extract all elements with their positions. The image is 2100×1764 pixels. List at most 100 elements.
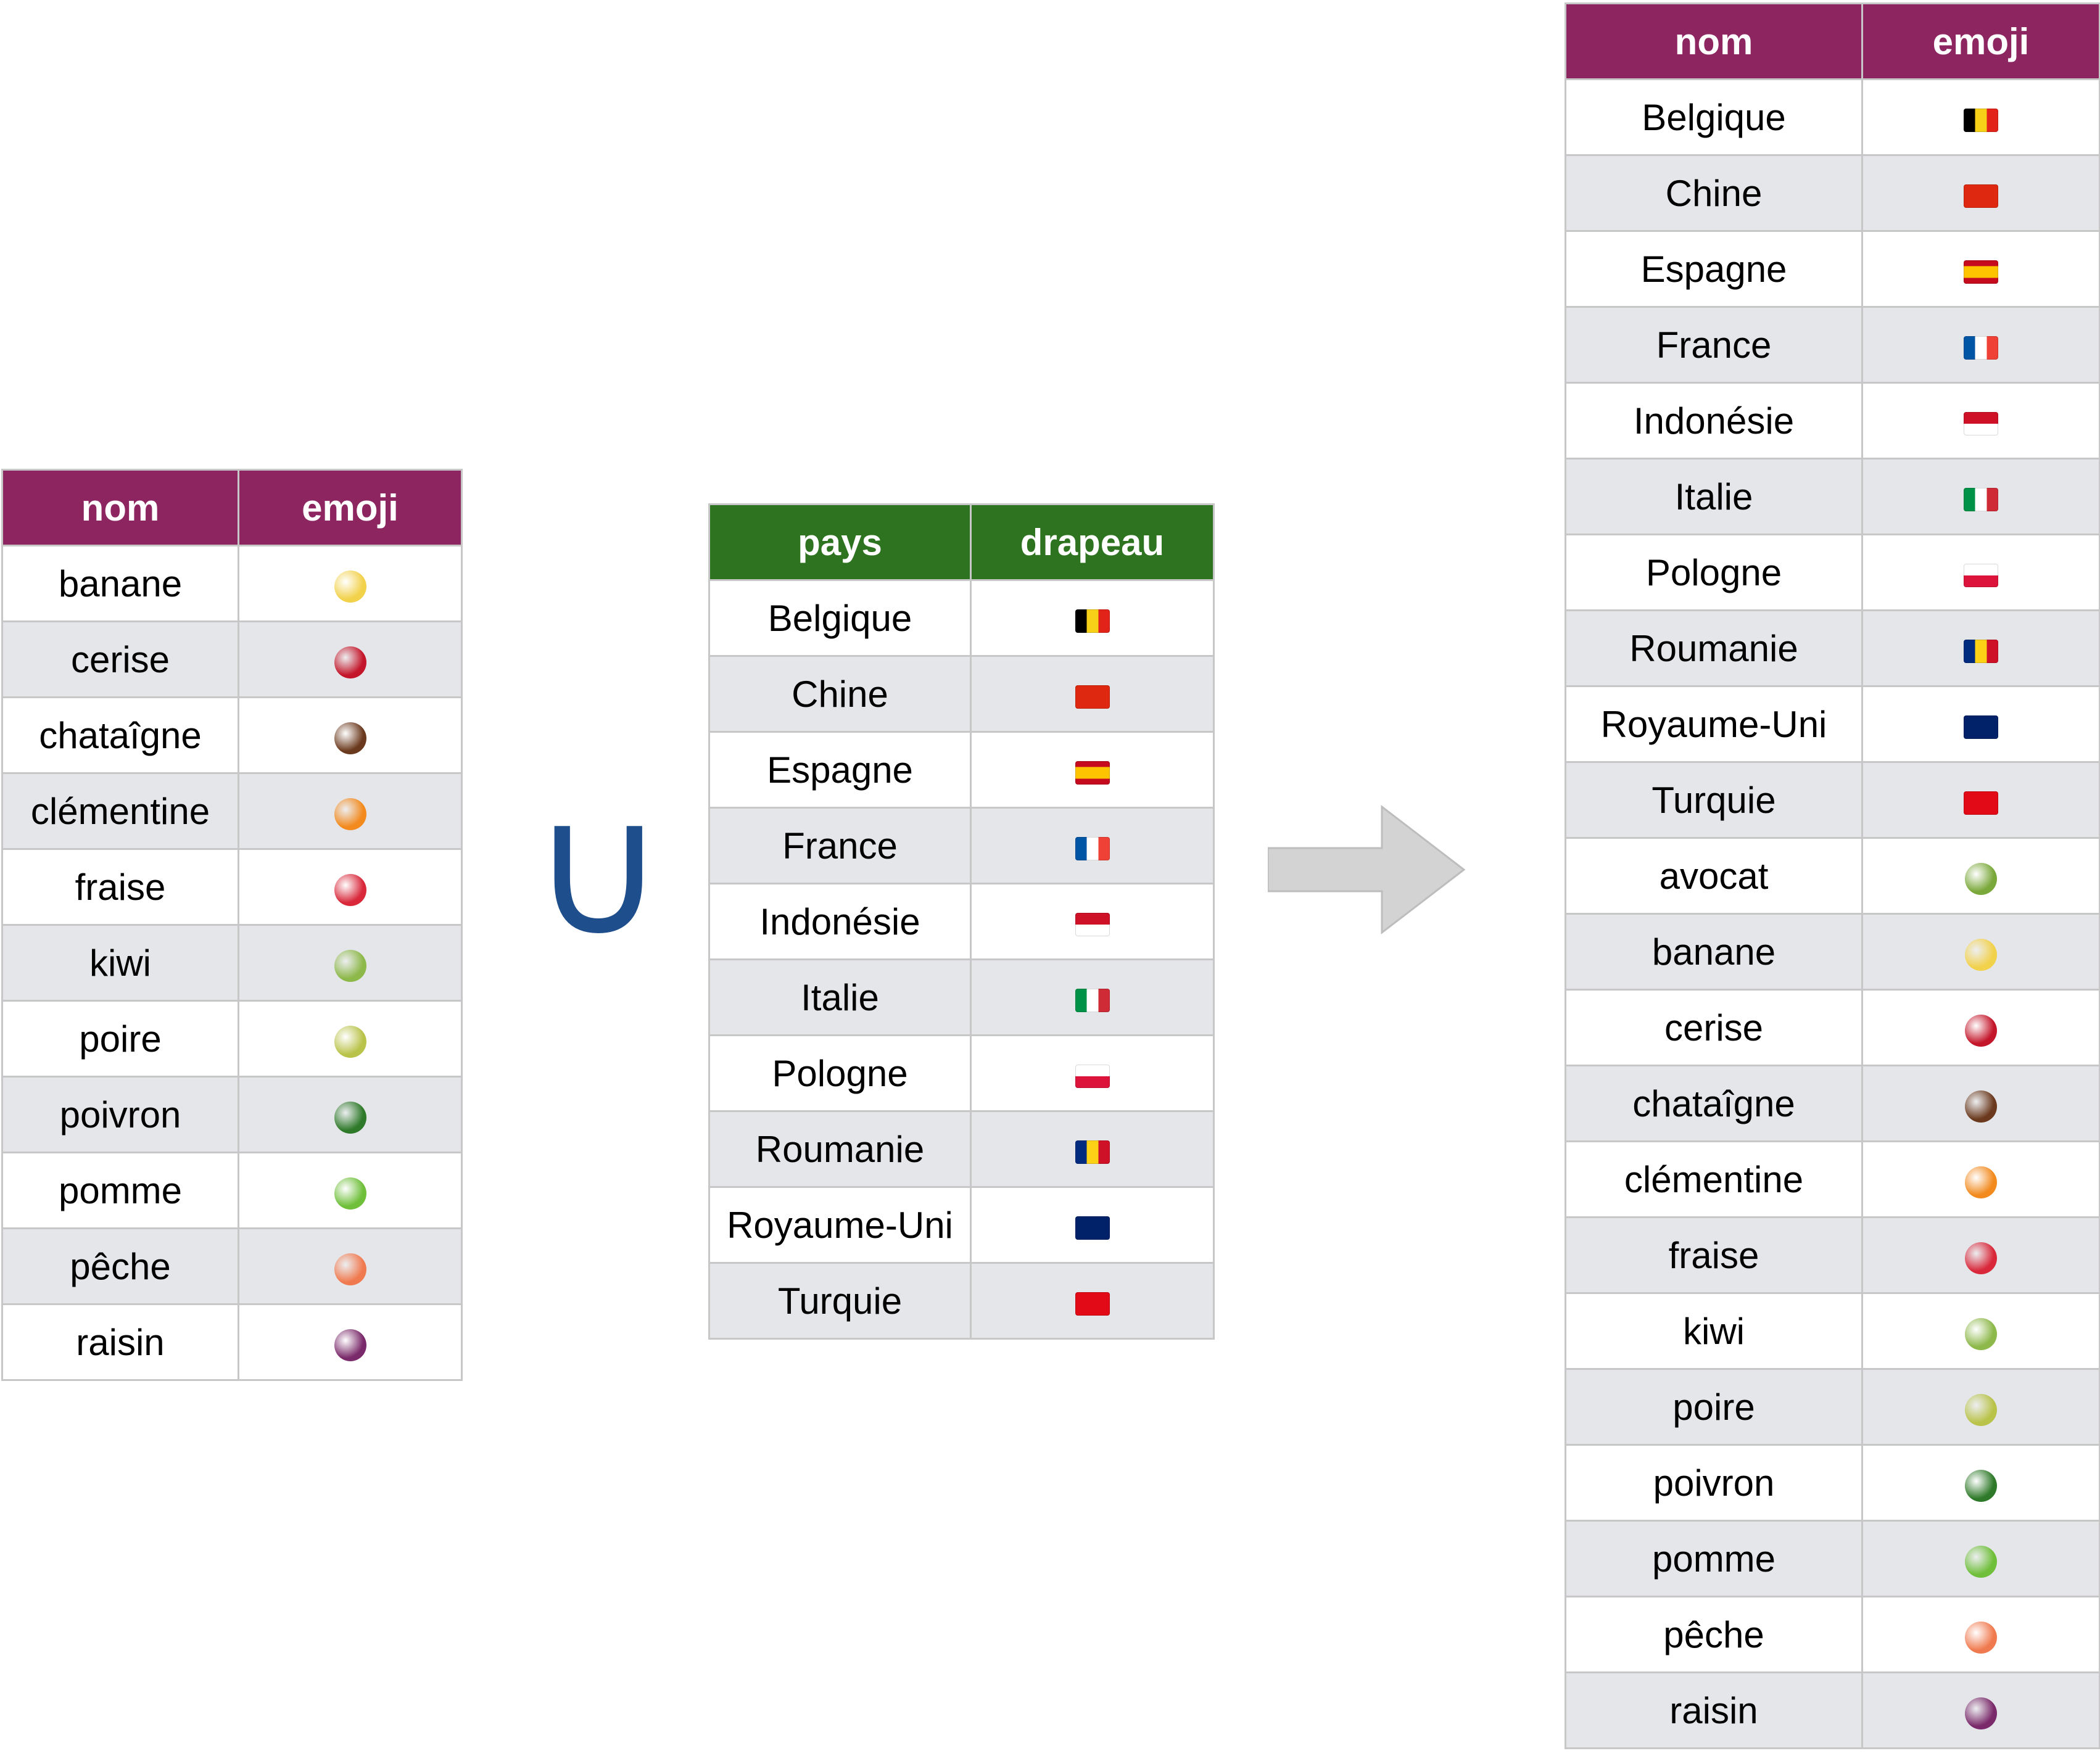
table-row: avocat🥑 (1565, 837, 2100, 915)
kiwi-icon (334, 949, 366, 982)
column-header-drapeau: drapeau (970, 503, 1215, 581)
table-row: Pologne🇵🇱 (1565, 534, 2100, 611)
tangerine-icon (1965, 1166, 1997, 1198)
italy-flag-icon (1075, 988, 1110, 1012)
france-flag-icon (1964, 336, 1998, 360)
cell-emoji: 🇪🇸 (1861, 230, 2100, 308)
column-header-emoji: emoji (1861, 2, 2100, 80)
italy-flag-icon (1964, 487, 1998, 511)
table-row: Belgique🇧🇪 (1565, 78, 2100, 156)
cell-emoji: 🍌 (238, 545, 463, 622)
peach-icon (334, 1253, 366, 1285)
table-row: Espagne🇪🇸 (708, 731, 1215, 809)
cell-emoji: 🇮🇹 (1861, 458, 2100, 535)
cherry-icon (334, 646, 366, 678)
pear-icon (1965, 1393, 1997, 1426)
tangerine-icon (334, 798, 366, 830)
spain-flag-icon (1075, 760, 1110, 785)
cell-emoji: 🇫🇷 (1861, 306, 2100, 384)
cell-emoji: 🍑 (238, 1227, 463, 1305)
cell-name: Belgique (1565, 78, 1863, 156)
cherry-icon (1965, 1014, 1997, 1047)
cell-emoji: 🇹🇷 (1861, 761, 2100, 839)
result-table-header: nom emoji (1565, 2, 2100, 80)
cell-emoji: 🇧🇪 (970, 579, 1215, 657)
table-row: fraise🍓 (1565, 1216, 2100, 1294)
cell-emoji: 🍌 (1861, 913, 2100, 991)
cell-name: clémentine (1565, 1140, 1863, 1218)
cell-emoji: 🍇 (1861, 1671, 2100, 1749)
cell-emoji: 🍊 (1861, 1140, 2100, 1218)
cell-name: pomme (1565, 1520, 1863, 1597)
cell-emoji: 🇵🇱 (970, 1034, 1215, 1112)
cell-emoji: 🇷🇴 (970, 1110, 1215, 1188)
table-row: poivron🫑 (1, 1076, 463, 1153)
romania-flag-icon (1964, 639, 1998, 663)
turkey-flag-icon (1075, 1292, 1110, 1316)
table-row: chataîgne🌰 (1565, 1065, 2100, 1142)
table-row: kiwi🥝 (1, 924, 463, 1002)
cell-emoji: 🇮🇹 (970, 958, 1215, 1036)
chestnut-icon (1965, 1090, 1997, 1123)
table-row: pomme🍏 (1, 1152, 463, 1229)
cell-emoji: 🫑 (238, 1076, 463, 1153)
strawberry-icon (1965, 1242, 1997, 1274)
fruits-table-header: nom emoji (1, 469, 463, 546)
china-flag-icon (1075, 685, 1110, 709)
countries-table: pays drapeau Belgique🇧🇪Chine🇨🇳Espagne🇪🇸F… (708, 503, 1215, 1340)
cell-name: Roumanie (708, 1110, 972, 1188)
belgium-flag-icon (1964, 108, 1998, 132)
table-row: poire🍐 (1565, 1368, 2100, 1446)
cell-name: cerise (1, 620, 239, 698)
spain-flag-icon (1964, 260, 1998, 284)
table-row: pêche🍑 (1565, 1596, 2100, 1673)
bell-pepper-icon (334, 1101, 366, 1134)
table-row: raisin🍇 (1, 1303, 463, 1381)
cell-name: Royaume-Uni (1565, 685, 1863, 763)
cell-name: pêche (1, 1227, 239, 1305)
cell-name: pomme (1, 1152, 239, 1229)
cell-name: raisin (1565, 1671, 1863, 1749)
chestnut-icon (334, 722, 366, 754)
table-row: poivron🫑 (1565, 1444, 2100, 1522)
cell-emoji: 🍏 (1861, 1520, 2100, 1597)
cell-name: Pologne (708, 1034, 972, 1112)
cell-name: Italie (708, 958, 972, 1036)
poland-flag-icon (1075, 1064, 1110, 1088)
china-flag-icon (1964, 184, 1998, 208)
cell-emoji: 🥝 (1861, 1292, 2100, 1370)
table-row: kiwi🥝 (1565, 1292, 2100, 1370)
table-row: Espagne🇪🇸 (1565, 230, 2100, 308)
cell-name: chataîgne (1565, 1065, 1863, 1142)
cell-name: Chine (1565, 154, 1863, 232)
cell-emoji: 🇹🇷 (970, 1262, 1215, 1340)
table-row: Italie🇮🇹 (708, 958, 1215, 1036)
table-row: France🇫🇷 (708, 807, 1215, 884)
cell-emoji: 🇪🇸 (970, 731, 1215, 809)
poland-flag-icon (1964, 563, 1998, 587)
belgium-flag-icon (1075, 609, 1110, 633)
table-row: cerise🍒 (1, 620, 463, 698)
table-row: Belgique🇧🇪 (708, 579, 1215, 657)
cell-name: Royaume-Uni (708, 1186, 972, 1264)
cell-emoji: 🍊 (238, 772, 463, 850)
cell-emoji: 🌰 (1861, 1065, 2100, 1142)
table-row: pomme🍏 (1565, 1520, 2100, 1597)
cell-name: poire (1565, 1368, 1863, 1446)
table-row: cerise🍒 (1565, 989, 2100, 1066)
cell-emoji: 🌰 (238, 696, 463, 774)
cell-name: clémentine (1, 772, 239, 850)
table-row: Roumanie🇷🇴 (1565, 609, 2100, 687)
cell-name: France (1565, 306, 1863, 384)
result-table: nom emoji Belgique🇧🇪Chine🇨🇳Espagne🇪🇸Fran… (1565, 2, 2100, 1749)
strawberry-icon (334, 873, 366, 906)
grapes-icon (1965, 1697, 1997, 1729)
column-header-nom: nom (1565, 2, 1863, 80)
fruits-table: nom emoji banane🍌cerise🍒chataîgne🌰clémen… (1, 469, 463, 1381)
table-row: France🇫🇷 (1565, 306, 2100, 384)
table-row: poire🍐 (1, 1000, 463, 1078)
cell-name: cerise (1565, 989, 1863, 1066)
table-row: fraise🍓 (1, 848, 463, 926)
table-row: banane🍌 (1565, 913, 2100, 991)
uk-flag-icon (1964, 715, 1998, 739)
